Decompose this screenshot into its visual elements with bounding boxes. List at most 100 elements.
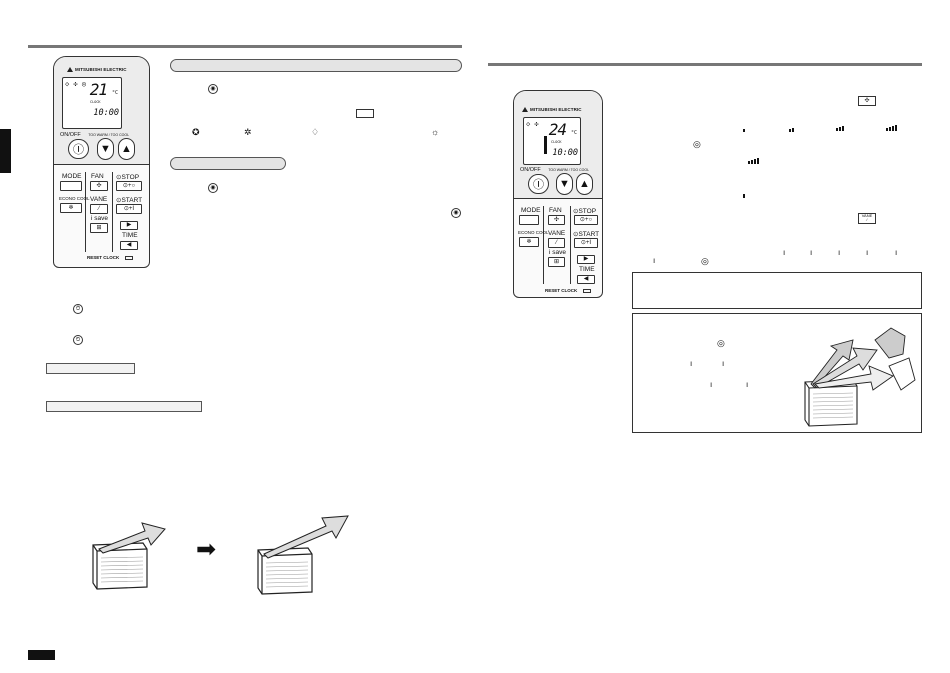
section-heading-pill-2 <box>170 157 286 170</box>
start-timer-button[interactable]: ⊙+I <box>116 204 142 214</box>
vane-position-3-icon: ı <box>838 248 841 257</box>
lcd-time: 10:00 <box>552 148 578 158</box>
remote-control-right: MITSUBISHI ELECTRIC ◇ ✣ 24 °C CLOCK 10:0… <box>513 90 603 298</box>
arrow-right-icon: ➡ <box>196 536 217 563</box>
fan-speed-4-icon <box>886 125 897 131</box>
stop-timer-button[interactable]: ⊙+○ <box>574 215 598 225</box>
battery-icon <box>125 256 133 260</box>
vane-tick-c: ı <box>710 380 713 389</box>
time-back-button[interactable]: ◀ <box>120 241 138 250</box>
lcd-unit: °C <box>111 90 118 96</box>
clock-label: CLOCK <box>103 255 120 260</box>
timer-on-icon: ⏱ <box>73 304 83 314</box>
fan-speed-min-icon <box>743 194 745 198</box>
mode-button[interactable] <box>519 215 539 225</box>
clock-label: CLOCK <box>561 288 578 293</box>
stop-label: ⊙STOP <box>573 208 597 215</box>
brand-logo: MITSUBISHI ELECTRIC <box>522 107 596 112</box>
top-rule-right <box>488 63 922 66</box>
vane-position-6-icon: ı <box>653 256 656 265</box>
page-number-tag <box>28 650 55 660</box>
isave-button[interactable]: ⊞ <box>90 223 108 233</box>
subheading-box-2 <box>46 401 202 412</box>
start-timer-button[interactable]: ⊙+I <box>574 238 598 248</box>
vane-tick-a: ı <box>690 359 693 368</box>
lcd-temperature: 21 <box>89 80 108 99</box>
mode-icon-cool: ✲ <box>244 127 252 137</box>
mode-icon-auto: ✪ <box>192 127 200 137</box>
time-label: TIME <box>122 232 138 239</box>
temp-down-button[interactable]: ▼ <box>97 138 114 160</box>
fan-speed-1-icon <box>743 129 745 132</box>
fan-button-icon: ◉ <box>208 84 218 94</box>
vane-button[interactable]: ⁄ <box>548 238 565 248</box>
vane-position-1-icon: ı <box>783 248 786 257</box>
vane-button[interactable]: ⁄ <box>90 204 108 214</box>
vane-swing-illustration <box>804 327 916 427</box>
temp-adjust-label: TOO WARM / TOO COOL <box>548 168 590 172</box>
vane-auto-icon-2: ◎ <box>717 338 725 348</box>
airflow-arrow <box>98 522 166 554</box>
econo-cool-label: ECONO COOL <box>59 196 90 201</box>
swing-arrow-3 <box>814 365 894 391</box>
time-forward-button[interactable]: ▶ <box>120 221 138 230</box>
vane-tick-b: ı <box>722 359 725 368</box>
reset-label: RESET <box>87 255 103 260</box>
mode-button[interactable] <box>60 181 82 191</box>
temp-adjust-label: TOO WARM / TOO COOL <box>88 133 130 137</box>
mode-indicator-icon: ◇ ✣ <box>526 120 539 128</box>
lcd-clock-label: CLOCK <box>90 100 101 104</box>
onoff-button[interactable]: Ⓘ <box>68 139 89 159</box>
lcd-temperature: 24 <box>548 120 567 139</box>
vane-position-2-icon: ı <box>810 248 813 257</box>
isave-label: i save <box>549 249 566 256</box>
fan-label: FAN <box>549 207 562 214</box>
indoor-unit-before <box>92 522 166 590</box>
section-tab <box>0 129 11 173</box>
fan-button[interactable]: ✣ <box>548 215 565 225</box>
isave-button-icon-2: ◉ <box>451 208 461 218</box>
remote-control-left: MITSUBISHI ELECTRIC ◇ ✣ ◎ 21 °C CLOCK 10… <box>53 56 150 268</box>
stop-timer-button[interactable]: ⊙+○ <box>116 181 142 191</box>
onoff-label: ON/OFF <box>60 132 81 138</box>
temp-up-button[interactable]: ▲ <box>118 138 135 160</box>
fan-label: FAN <box>91 173 104 180</box>
vane-position-4-icon: ı <box>866 248 869 257</box>
temp-up-button[interactable]: ▲ <box>576 173 593 195</box>
vane-label: VANE <box>90 196 108 203</box>
timer-off-icon: ⏲ <box>73 335 83 345</box>
airflow-arrow-long <box>263 515 349 559</box>
lcd-time: 10:00 <box>93 108 119 118</box>
vane-button-inline: VANE⁄ <box>858 213 876 224</box>
fan-button[interactable]: ✣ <box>90 181 108 191</box>
onoff-button[interactable]: Ⓘ <box>528 174 549 194</box>
vane-tick-d: ı <box>746 380 749 389</box>
inline-button-box <box>356 109 374 118</box>
auto-fan-icon: ◎ <box>693 139 701 149</box>
time-forward-button[interactable]: ▶ <box>577 255 595 264</box>
lcd-clock-label: CLOCK <box>551 140 562 144</box>
isave-label: i save <box>91 215 108 222</box>
fan-speed-2-icon <box>789 128 794 132</box>
reset-label: RESET <box>545 288 561 293</box>
econo-cool-button[interactable]: ❄ <box>60 203 82 213</box>
fan-button-inline: ✣ <box>858 96 876 106</box>
lcd-unit: °C <box>570 130 577 136</box>
lcd-display: ◇ ✣ ◎ 21 °C CLOCK 10:00 <box>62 77 122 129</box>
start-label: ⊙START <box>573 231 600 238</box>
econo-cool-label: ECONO COOL <box>518 230 549 235</box>
mode-icon-dry: ♢ <box>311 127 320 137</box>
stop-label: ⊙STOP <box>116 174 140 181</box>
fan-speed-indicator <box>544 136 547 146</box>
fan-speed-max-icon <box>748 158 759 164</box>
mode-label: MODE <box>62 173 82 180</box>
caution-box: ◎ ı ı ı ı <box>632 313 922 433</box>
isave-button[interactable]: ⊞ <box>548 257 565 267</box>
econo-cool-button[interactable]: ❄ <box>519 237 539 247</box>
mode-indicator-icon: ◇ ✣ ◎ <box>65 80 87 88</box>
temp-down-button[interactable]: ▼ <box>556 173 573 195</box>
section-heading-pill-1 <box>170 59 462 72</box>
time-back-button[interactable]: ◀ <box>577 275 595 284</box>
swing-arrow-4 <box>874 327 906 359</box>
onoff-label: ON/OFF <box>520 167 541 173</box>
